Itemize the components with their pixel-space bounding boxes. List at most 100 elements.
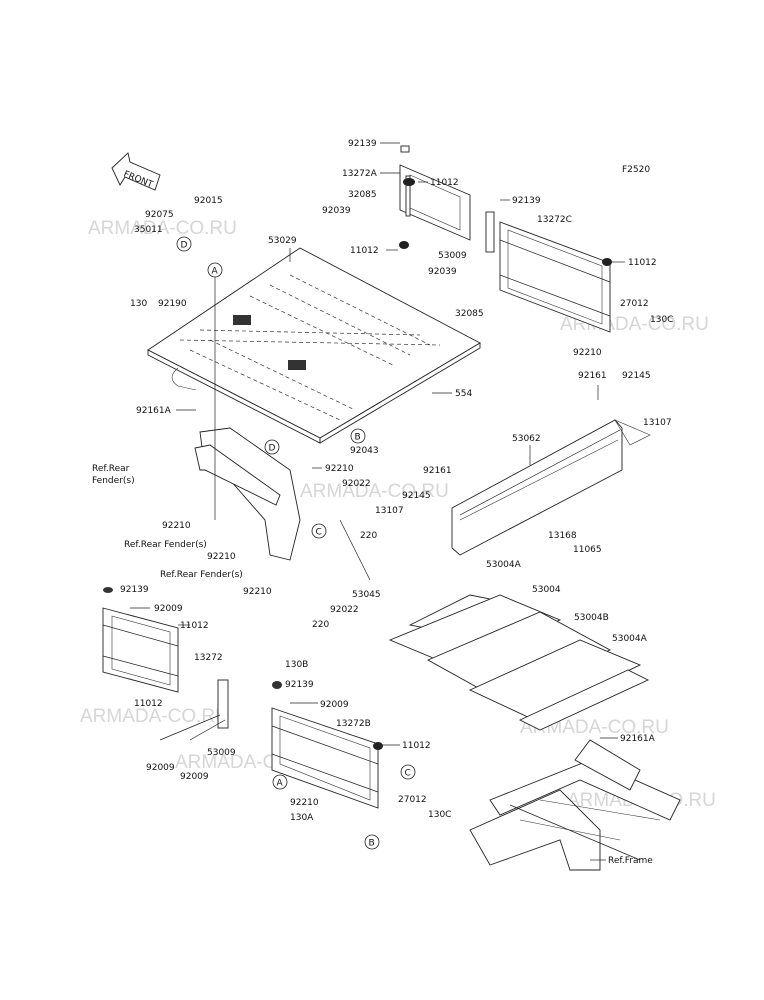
grid-patch-icon: [288, 360, 306, 370]
svg-text:C: C: [405, 769, 411, 779]
part-label: 92139: [348, 139, 377, 149]
ref-rear-fender-line: Fender(s): [92, 476, 135, 486]
callout-d-top: D: [176, 236, 192, 252]
ref-rear-fender-2: Ref.Rear Fender(s): [160, 570, 243, 580]
part-label: 92161: [423, 466, 452, 476]
part-label: 92161: [578, 371, 607, 381]
part-label: 53004B: [574, 613, 609, 623]
part-label: 27012: [620, 299, 649, 309]
callout-b-bottom: B: [364, 834, 380, 850]
svg-text:C: C: [316, 528, 322, 538]
callout-a-bottom: A: [272, 774, 288, 790]
part-label: 554: [455, 389, 472, 399]
part-label: 92161A: [620, 734, 656, 744]
leader-lines: [130, 142, 625, 861]
chassis-frame: [469, 739, 681, 871]
svg-text:D: D: [181, 241, 188, 251]
bed-support-frame: [194, 270, 301, 561]
part-label: 13107: [643, 418, 672, 428]
part-labels: 92139 13272A 11012 32085 92039 11012 921…: [120, 139, 673, 823]
part-label: 130C: [650, 315, 673, 325]
part-label: 53062: [512, 434, 541, 444]
part-label: 11012: [430, 178, 459, 188]
grid-patch-icon: [233, 315, 251, 325]
part-label: 11012: [350, 246, 379, 256]
part-label: 13272B: [336, 719, 371, 729]
floor-mats: [388, 594, 650, 731]
part-label: 92009: [180, 772, 209, 782]
part-label: 53004A: [612, 634, 648, 644]
part-label: 92043: [350, 446, 379, 456]
part-label: 92009: [146, 763, 175, 773]
part-label: 11012: [180, 621, 209, 631]
part-label: 53029: [268, 236, 297, 246]
part-label: 53009: [207, 748, 236, 758]
part-label: 11065: [573, 545, 602, 555]
part-label: 92210: [162, 521, 191, 531]
part-label: 13168: [548, 531, 577, 541]
part-label: 32085: [348, 190, 377, 200]
part-label: 92145: [402, 491, 431, 501]
part-label: 11012: [628, 258, 657, 268]
callout-c-bottom: C: [400, 764, 416, 780]
part-label: 92210: [207, 552, 236, 562]
part-label: 13272C: [537, 215, 572, 225]
part-label: 92009: [154, 604, 183, 614]
part-label: 53004A: [486, 560, 522, 570]
svg-text:A: A: [212, 267, 219, 277]
part-label: 32085: [455, 309, 484, 319]
part-label: 130: [130, 299, 147, 309]
part-label: 130C: [428, 810, 451, 820]
part-label: 53009: [438, 251, 467, 261]
part-label: 53045: [352, 590, 381, 600]
callout-a-top: A: [207, 262, 223, 278]
watermark-text: ARMADA-CO.RU: [80, 706, 229, 727]
part-label: 92039: [428, 267, 457, 277]
part-label: 53004: [532, 585, 561, 595]
side-rail-53062: [451, 419, 651, 556]
callout-b-mid: B: [350, 428, 366, 444]
gate-13272: [102, 587, 229, 729]
ref-rear-fender-1: Ref.Rear Fender(s): [124, 540, 207, 550]
callout-d-mid: D: [264, 439, 280, 455]
part-label: 92210: [325, 464, 354, 474]
part-label: 92015: [194, 196, 223, 206]
ref-frame: Ref.Frame: [608, 856, 653, 866]
part-label: 92075: [145, 210, 174, 220]
svg-text:A: A: [277, 779, 284, 789]
part-label: 92210: [290, 798, 319, 808]
part-label: 220: [360, 531, 377, 541]
part-label: 92139: [512, 196, 541, 206]
part-label: 35011: [134, 225, 163, 235]
part-label: 130A: [290, 813, 314, 823]
part-label: 130B: [285, 660, 308, 670]
part-label: 13272: [194, 653, 223, 663]
watermark-text: ARMADA-CO.RU: [88, 218, 237, 239]
part-label: 27012: [398, 795, 427, 805]
svg-text:B: B: [355, 433, 361, 443]
part-label: 92039: [322, 206, 351, 216]
cargo-bed-deck: [147, 247, 481, 444]
part-label: 92210: [243, 587, 272, 597]
part-label: 92190: [158, 299, 187, 309]
callout-c-mid: C: [311, 523, 327, 539]
part-label: 92139: [285, 680, 314, 690]
gate-13272B: [271, 681, 383, 809]
part-label: 220: [312, 620, 329, 630]
front-arrow-icon: FRONT: [111, 152, 161, 191]
part-label: 11012: [402, 741, 431, 751]
gate-13272A: [399, 145, 471, 249]
watermark-text: ARMADA-CO.RU: [300, 481, 449, 502]
part-label: 13107: [375, 506, 404, 516]
gate-13272C: [485, 211, 612, 333]
part-label: 92210: [573, 348, 602, 358]
svg-text:B: B: [369, 839, 375, 849]
part-label: 92009: [320, 700, 349, 710]
part-label: 92022: [342, 479, 371, 489]
part-label: 92161A: [136, 406, 172, 416]
ref-rear-fender-line: Ref.Rear: [92, 464, 130, 474]
